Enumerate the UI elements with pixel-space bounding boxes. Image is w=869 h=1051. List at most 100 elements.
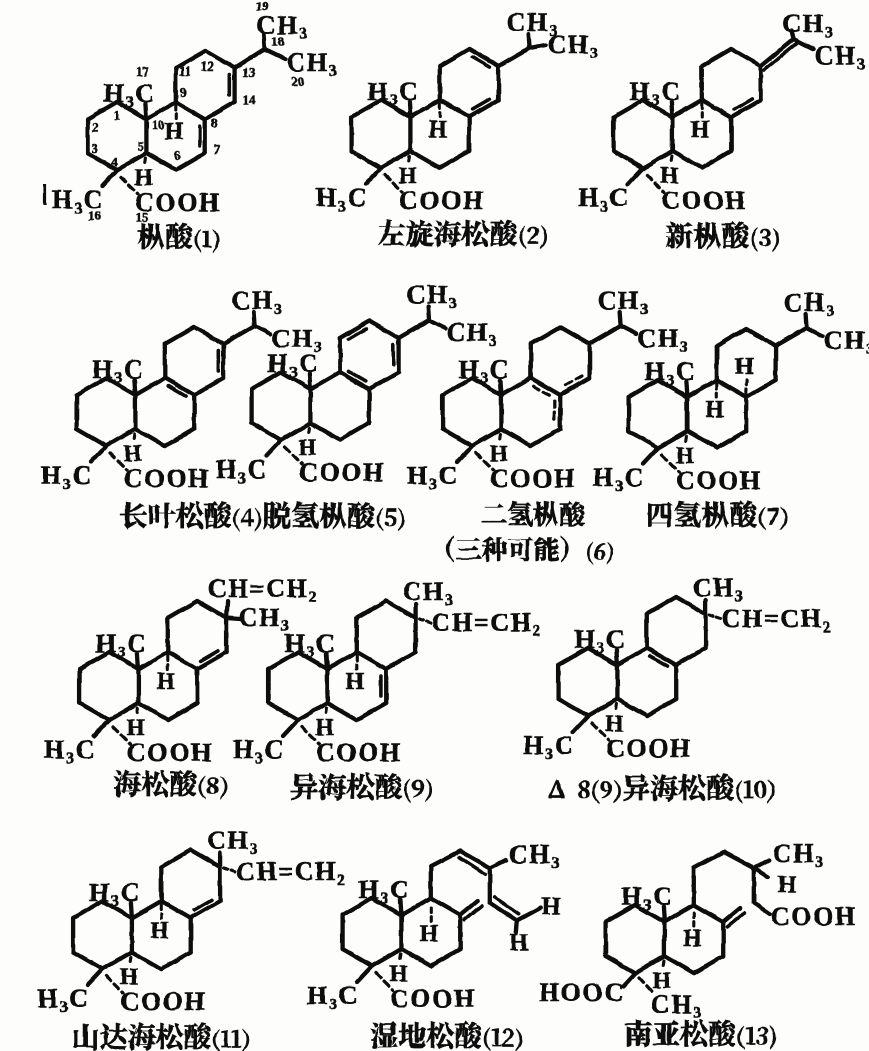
structure-name-glyph [767,507,779,526]
structure-name-glyph [754,780,766,799]
dashed-bond [104,974,126,995]
double-bond-inner [346,369,368,383]
atom-group-label: H [429,117,449,143]
bond [661,904,667,925]
bond [354,649,389,672]
atom-group-label: H3C [233,735,285,767]
atom-group-label: CH3 [239,603,291,635]
bond [437,148,472,171]
bond [408,97,442,120]
structure-name-glyph [759,228,771,247]
bond [165,700,200,723]
structure-name-glyph [411,779,424,798]
atom-group-label: CH3 [598,286,650,318]
structure-name-glyph [154,1022,185,1051]
bond [615,696,649,719]
structure-name-glyph [137,222,165,251]
structure-name-glyph [751,227,758,252]
bond [751,865,770,880]
atom-group-label: CH3 [693,573,745,605]
bond [261,32,267,52]
atom-number: 20 [292,74,305,89]
structure-name-glyph [73,1023,98,1051]
bond [129,949,164,972]
atom-group-label: H [490,441,510,466]
atom-number: 17 [136,64,150,79]
atom-number: 2 [92,120,99,135]
bond [758,36,796,69]
bond [74,375,109,398]
atom-group-label: COOH [121,987,207,1016]
atom-group-label: COOH [135,188,221,217]
atom-group-label: H3C [578,183,630,215]
atom-group-label: COOH [399,186,485,215]
dashed-bond [660,453,681,474]
structure-name-label [113,769,227,800]
atom-group-label: H [399,163,419,188]
atom-group-label: H [299,435,319,460]
bond [744,377,778,400]
structure-name-glyph [694,221,722,250]
bond [349,97,384,120]
bond [251,309,257,329]
structure-name-glyph [745,1026,756,1045]
bond [384,598,418,621]
bond [427,317,448,331]
structure-name-glyph [540,225,548,250]
bond [192,324,226,347]
bond [496,45,532,69]
structure-name-glyph [767,779,775,804]
bond [308,369,342,392]
bond [691,902,726,925]
atom-group-label: H [542,894,562,920]
bond [159,949,193,972]
bond [625,165,646,187]
bond [585,696,620,719]
structure-name-glyph [730,500,757,528]
bond [203,99,237,122]
atom-group-label: CH3 [651,990,703,1022]
bond [407,99,413,120]
structure-name-glyph [650,773,679,802]
atom-group-label: COOH [299,458,385,487]
structure-name-glyph [708,1019,736,1047]
structure-name-glyph [406,219,434,248]
atom-group-label: H3C [52,185,104,217]
atom-number: 19 [256,0,270,14]
structure-name-glyph [756,1026,768,1045]
bond [685,377,719,400]
atom-group-label: H3C [622,882,674,914]
structure-name-glyph [231,1029,242,1048]
bond [195,598,229,621]
structure-name-glyph [241,508,255,527]
atom-group-label: H3C [359,875,411,907]
structure-name-glyph [456,537,481,560]
structure-name-glyph [149,502,176,529]
dashed-bond [708,613,723,621]
atom-group-label: CH3 [407,280,459,312]
bond [278,420,313,443]
structure-name-glyph [376,507,384,532]
bond [144,99,178,122]
atom-group-label: H [157,669,177,695]
bond [136,700,170,723]
atom-group-label: H3C [41,461,93,493]
structure-name-glyph [174,501,205,530]
bond [685,428,719,451]
bond [714,326,749,349]
atom-group-label: COOH [606,734,692,763]
bond [221,323,257,347]
bond [644,696,679,719]
double-bond-inner [457,855,487,877]
dashed-bond [134,706,139,717]
bond [162,324,197,347]
bond [203,48,237,71]
bond [188,898,223,921]
atom-group-label: COOH [390,984,476,1013]
structure-name-glyph [706,773,734,801]
bond [426,303,432,323]
bond [751,857,771,871]
